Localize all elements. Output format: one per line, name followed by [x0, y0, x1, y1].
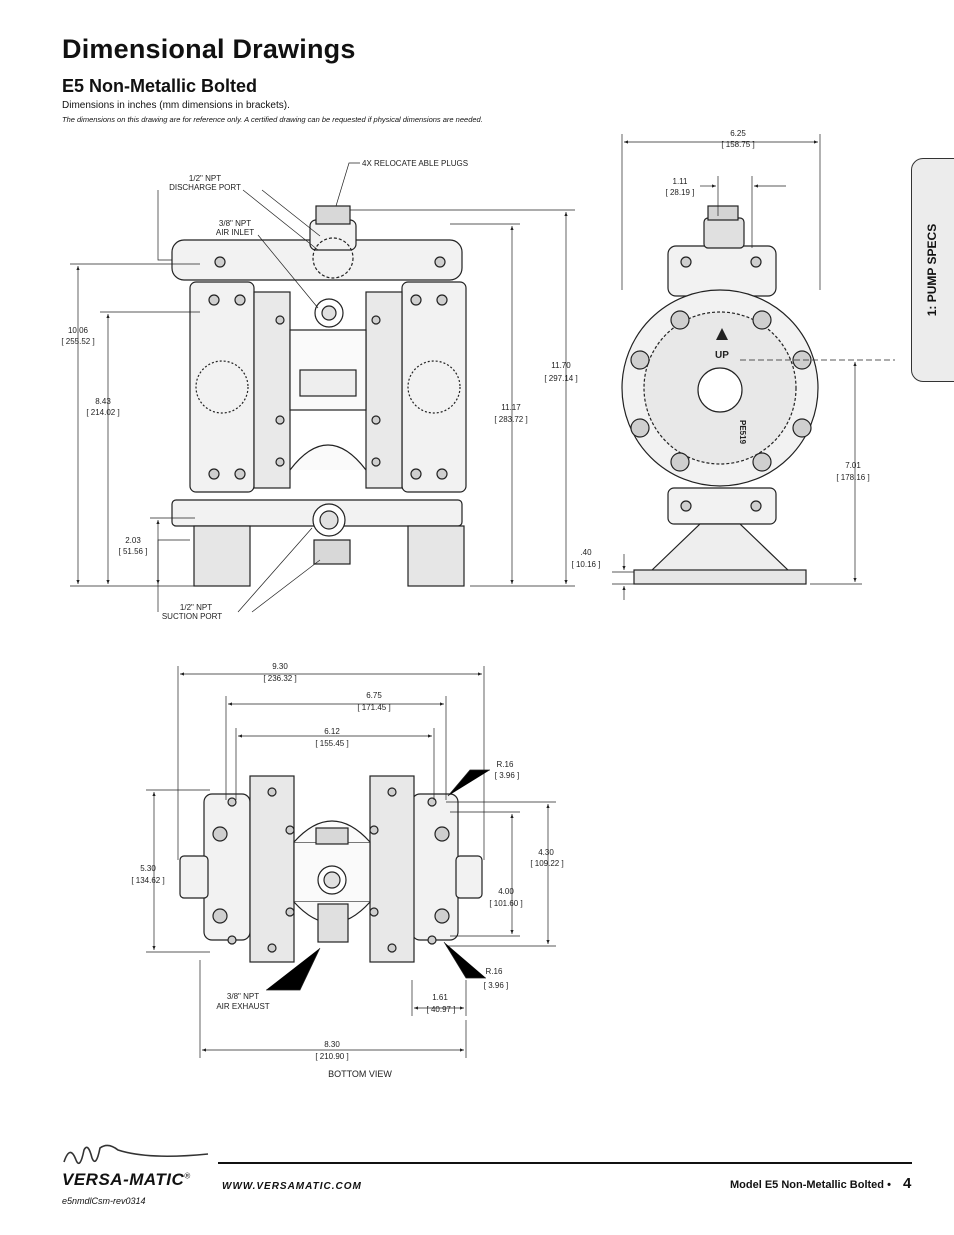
dim-discharge-height-mm: [ 283.72 ]: [494, 415, 527, 424]
dim-bottom-overall-mm: [ 236.32 ]: [263, 674, 296, 683]
dim-port-offset-in: 1.11: [673, 177, 689, 186]
dim-radius-top-mm: [ 3.96 ]: [495, 771, 519, 780]
dim-bottom-inner-bolts-in: 6.12: [324, 727, 340, 736]
document-code: e5nmdlCsm-rev0314: [62, 1196, 146, 1206]
dim-overall-height-in: 11.70: [551, 361, 571, 370]
dim-exhaust-offset-in: 1.61: [432, 993, 448, 1002]
dim-suction-height-mm: [ 51.56 ]: [119, 547, 148, 556]
dim-base-thickness-in: .40: [580, 548, 592, 557]
label-discharge-size: 1/2" NPT: [189, 174, 221, 183]
dim-radius-bottom-mm: [ 3.96 ]: [484, 981, 508, 990]
marking-part-number: PE519: [738, 420, 747, 445]
dim-bolt-spacing-mm: [ 101.60 ]: [489, 899, 522, 908]
dim-side-width-mm: [ 158.75 ]: [721, 140, 754, 149]
bottom-view-drawing: [179, 775, 483, 963]
page-number: 4: [903, 1175, 912, 1192]
marking-up: UP: [715, 350, 729, 361]
footer-divider: [218, 1162, 912, 1164]
reference-note: The dimensions on this drawing are for r…: [62, 115, 483, 124]
bottom-view-caption: BOTTOM VIEW: [328, 1069, 392, 1079]
label-discharge-port: DISCHARGE PORT: [169, 183, 241, 192]
label-suction-port: SUCTION PORT: [162, 612, 222, 621]
label-air-exhaust: AIR EXHAUST: [216, 1002, 269, 1011]
dim-bottom-outer-bolts-mm: [ 171.45 ]: [357, 703, 390, 712]
dim-front-height-in: 10.06: [68, 326, 89, 335]
dim-center-height-mm: [ 178.16 ]: [836, 473, 869, 482]
label-relocatable-plugs: 4X RELOCATE ABLE PLUGS: [362, 159, 468, 168]
label-air-inlet: AIR INLET: [216, 228, 254, 237]
side-view-drawing: [621, 205, 819, 585]
brand-name: VERSA-MATIC®: [62, 1170, 191, 1189]
website-url[interactable]: WWW.VERSAMATIC.COM: [222, 1181, 362, 1192]
dim-bottom-overall-in: 9.30: [272, 662, 288, 671]
section-title: E5 Non-Metallic Bolted: [62, 76, 258, 96]
dim-bottom-height-mm: [ 134.62 ]: [131, 876, 164, 885]
dim-base-thickness-mm: [ 10.16 ]: [572, 560, 601, 569]
label-suction-size: 1/2" NPT: [180, 603, 212, 612]
dim-bolt-spacing-in: 4.00: [498, 887, 514, 896]
dim-bottom-depth-mm: [ 109.22 ]: [530, 859, 563, 868]
model-label: Model E5 Non-Metallic Bolted •: [730, 1179, 891, 1191]
dim-port-offset-mm: [ 28.19 ]: [666, 188, 695, 197]
dim-bottom-depth-in: 4.30: [538, 848, 554, 857]
dim-radius-bottom-in: R.16: [486, 967, 503, 976]
front-view-drawing: [171, 205, 467, 587]
units-note: Dimensions in inches (mm dimensions in b…: [62, 100, 290, 111]
dim-bottom-height-in: 5.30: [140, 864, 156, 873]
dim-discharge-height-in: 11.17: [501, 403, 521, 412]
label-air-inlet-size: 3/8" NPT: [219, 219, 251, 228]
dim-bottom-width-mm: [ 210.90 ]: [315, 1052, 348, 1061]
versa-matic-logo-icon: [63, 1144, 209, 1165]
dim-front-height-mm: [ 255.52 ]: [61, 337, 94, 346]
dim-radius-top-in: R.16: [497, 760, 514, 769]
dim-center-height-in: 7.01: [845, 461, 861, 470]
dim-inlet-centerline-mm: [ 214.02 ]: [86, 408, 119, 417]
section-tab[interactable]: 1: PUMP SPECS: [911, 158, 954, 382]
dim-bottom-outer-bolts-in: 6.75: [366, 691, 382, 700]
dim-bottom-inner-bolts-mm: [ 155.45 ]: [315, 739, 348, 748]
dim-overall-height-mm: [ 297.14 ]: [544, 374, 577, 383]
page-title: Dimensional Drawings: [62, 34, 356, 64]
dim-exhaust-offset-mm: [ 40.97 ]: [427, 1005, 456, 1014]
dim-suction-height-in: 2.03: [125, 536, 141, 545]
dim-inlet-centerline-in: 8.43: [95, 397, 111, 406]
dim-bottom-width-in: 8.30: [324, 1040, 340, 1049]
label-exhaust-size: 3/8" NPT: [227, 992, 259, 1001]
dim-side-width-in: 6.25: [730, 129, 746, 138]
